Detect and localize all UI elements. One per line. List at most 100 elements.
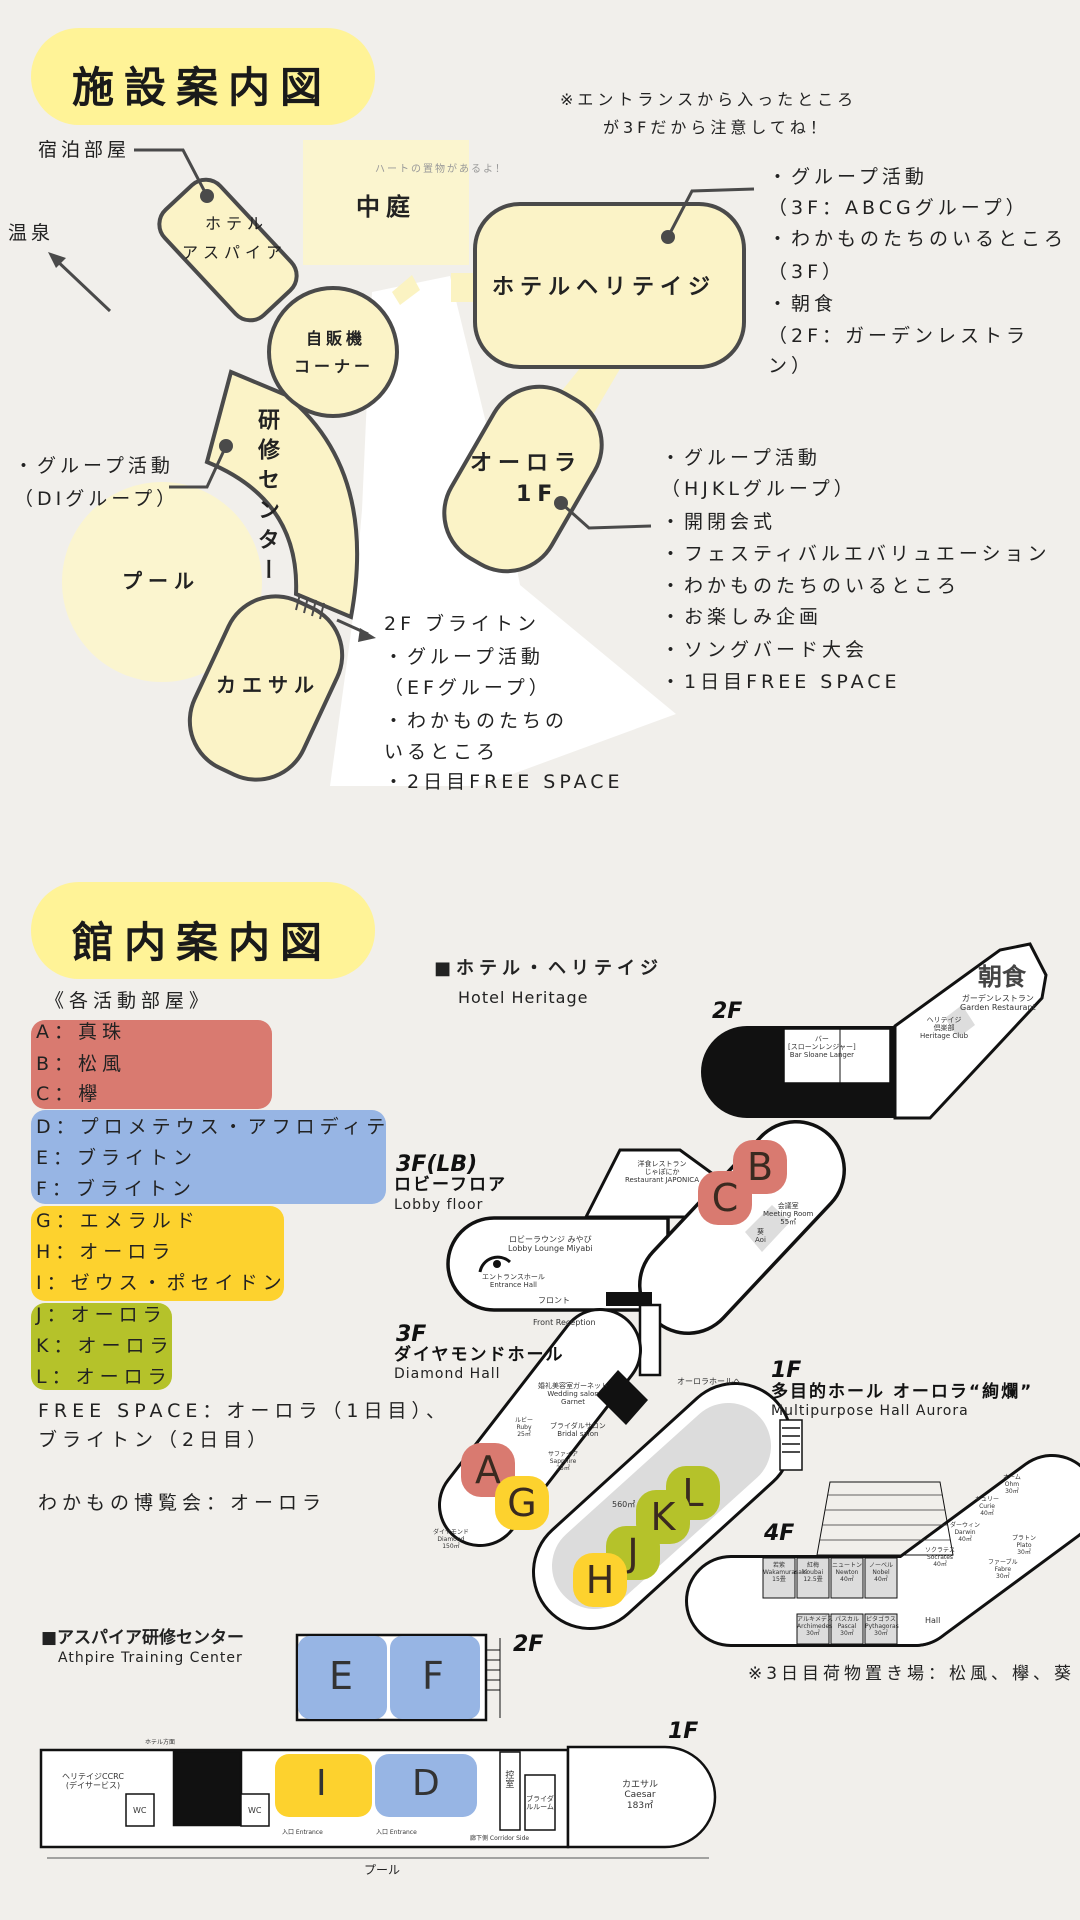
- label-jp: プラトン: [1012, 1535, 1037, 1542]
- note-line: ・グループ活動: [768, 166, 928, 188]
- label-en: Bridal salon: [557, 1430, 599, 1439]
- note-line: ・わかものたちの: [384, 710, 569, 732]
- front-reception-label: Front Reception: [533, 1318, 596, 1327]
- aurora-hall-jp: 多目的ホール オーロラ“絢爛”: [771, 1382, 1034, 1402]
- hotel-heritage-shape: [473, 202, 746, 369]
- label-area: 150㎡: [442, 1542, 460, 1550]
- room-marker-c: C: [698, 1171, 752, 1225]
- vending-label-1: 自販機: [306, 329, 367, 348]
- room-item: D：プロメテウス・アフロディテ: [36, 1116, 391, 1138]
- label-jp: ブライダルサロン: [550, 1422, 606, 1430]
- label-jp: ダーウィン: [950, 1522, 981, 1529]
- label-en: Diamond: [437, 1535, 465, 1543]
- label-jp: カエサル: [622, 1780, 659, 1790]
- note-line: （HJKLグループ）: [661, 478, 857, 500]
- aurora-floor-label: 1F: [516, 482, 559, 507]
- label-area: 30㎡: [1017, 1548, 1031, 1556]
- floor-4f-label: 4F: [764, 1521, 795, 1546]
- label-jp: 倶楽部: [933, 1024, 955, 1033]
- heart-note: ハートの置物があるよ！: [375, 164, 507, 175]
- label-jp: ヘリテイジCCRC: [62, 1772, 124, 1781]
- label-jp: ルビー: [515, 1417, 534, 1424]
- note-line: ・わかものたちのいるところ: [768, 228, 1068, 250]
- hotel-aspire-label-2: アスパイア: [182, 243, 288, 262]
- floor-3f-lb-label: 3F(LB): [396, 1152, 478, 1177]
- room-label-d: D: [412, 1763, 440, 1804]
- label-jp: オーム: [1003, 1474, 1021, 1481]
- note-line: ・1日目FREE SPACE: [661, 671, 901, 693]
- label-jp: ピタゴラス: [866, 1616, 896, 1623]
- room-label-i: I: [316, 1763, 327, 1804]
- label-en: Heritage Club: [920, 1032, 969, 1041]
- aspire-plan-title-en: Athpire Training Center: [58, 1650, 243, 1666]
- label-en: Pythagoras: [865, 1622, 899, 1630]
- label-en: Socrates: [926, 1553, 954, 1561]
- label-area: 30㎡: [1005, 1487, 1019, 1495]
- label-jp: バー: [814, 1035, 829, 1043]
- label-area: 30㎡: [840, 1629, 854, 1637]
- label-en: Meeting Room: [763, 1210, 814, 1219]
- lodging-label: 宿泊部屋: [38, 139, 131, 161]
- label-en: Wedding salon: [547, 1390, 599, 1399]
- note-line: ・ソングバード大会: [661, 639, 869, 661]
- pool-plan-label: プール: [364, 1863, 401, 1877]
- label-en: Fabre: [994, 1565, 1012, 1573]
- room-item: A：真珠: [36, 1021, 126, 1043]
- label-jp: ニュートン: [831, 1562, 862, 1569]
- note-line: ・2日目FREE SPACE: [384, 771, 624, 793]
- caesar-label: カエサル: [216, 673, 320, 697]
- pool-label: プール: [122, 569, 200, 593]
- aspire-floor-1f: 1F: [668, 1719, 699, 1744]
- bar-label: バー[スローンレンジャー]Bar Sloane Langer: [788, 1035, 856, 1059]
- expo-note: わかもの博覧会：オーロラ: [38, 1492, 327, 1514]
- free-space-line-2: ブライトン（2日目）: [38, 1429, 272, 1451]
- group-green-box: [31, 1303, 172, 1390]
- label-area: 25㎡: [556, 1464, 570, 1472]
- breakfast-label: 朝食: [978, 963, 1026, 991]
- label-jp: ソクラテス: [925, 1547, 956, 1554]
- room-marker-h: H: [573, 1553, 627, 1607]
- entrance-note-2: が3Fだから注意してね！: [603, 118, 830, 137]
- aspire-plan-title: ■アスパイア研修センター: [41, 1628, 245, 1648]
- room-box-f: [390, 1636, 480, 1719]
- plan-2f-arm: [893, 942, 1048, 1120]
- label-jp: ロビーラウンジ みやび: [509, 1235, 592, 1244]
- note-line: ・お楽しみ企画: [661, 606, 823, 628]
- room-item: J：オーロラ: [36, 1304, 167, 1326]
- note-line: ・朝食: [768, 293, 838, 315]
- wc-label: WC: [248, 1806, 262, 1815]
- rooms-heading: 《各活動部屋》: [45, 990, 214, 1012]
- label-area: 40㎡: [840, 1575, 854, 1583]
- label-area: 25㎡: [517, 1430, 531, 1438]
- label-en: Sapphire: [549, 1457, 577, 1465]
- label-en: Archimedes: [797, 1622, 833, 1630]
- room-box-d: [375, 1754, 477, 1817]
- note-line: （2F：ガーデンレストラ: [768, 325, 1030, 347]
- label-en: Newton: [835, 1568, 859, 1576]
- note-line: ン）: [768, 355, 815, 377]
- room-item: I：ゼウス・ポセイドン: [36, 1272, 287, 1294]
- label-area: 12.5畳: [803, 1575, 823, 1583]
- label-jp: ガーデンレストラン: [961, 994, 1034, 1003]
- room-item: L：オーロラ: [36, 1366, 172, 1388]
- note-line: 2F ブライトン: [384, 613, 541, 635]
- front-label: フロント: [538, 1296, 570, 1305]
- aurora-shape: [442, 384, 604, 574]
- entrance-label: 入口 Entrance: [376, 1829, 417, 1836]
- vending-corner-shape: [267, 286, 399, 418]
- note-line: （EFグループ）: [384, 677, 552, 699]
